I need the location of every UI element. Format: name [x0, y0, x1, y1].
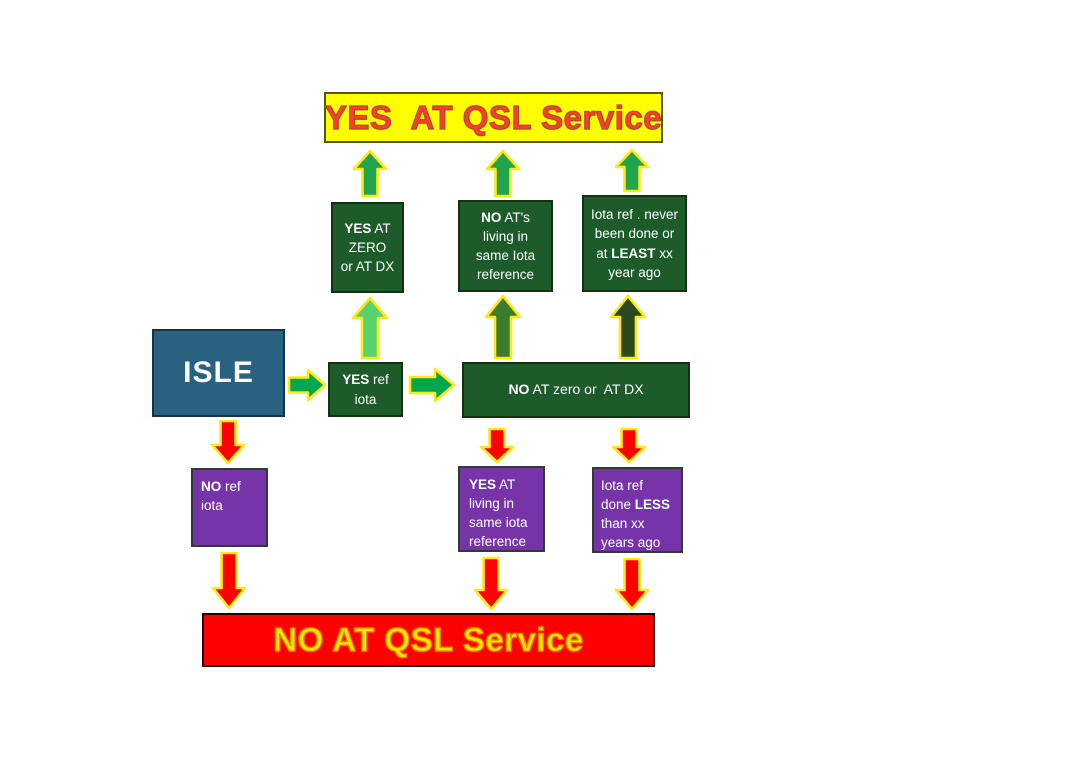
arrow-up-icon [352, 149, 388, 198]
node-no-ref-iota: NO ref iota [191, 468, 268, 547]
arrow-up-icon [485, 149, 521, 198]
arrow-up-icon [484, 294, 522, 360]
node-yes-at-zero-or-at-dx: YES AT ZERO or AT DX [331, 202, 404, 293]
arrow-down-icon [473, 556, 509, 611]
node-no-ats-living-same-iota: NO AT's living in same Iota reference [458, 200, 553, 292]
node-label: Iota ref . never been done or at LEAST x… [590, 207, 682, 280]
arrow-up-icon [351, 296, 389, 360]
arrow-down-icon [210, 419, 246, 465]
node-isle-start: ISLE [152, 329, 285, 417]
yes-service-label: YES AT QSL Service [324, 98, 663, 136]
arrow-up-icon [609, 294, 647, 360]
node-label: NO AT's living in same Iota reference [475, 209, 539, 283]
node-iota-ref-done-less: Iota ref done LESS than xx years ago [592, 467, 683, 553]
isle-label: ISLE [183, 355, 254, 389]
node-yes-at-living-same-iota: YES AT living in same iota reference [458, 466, 545, 552]
node-label: YES AT living in same iota reference [469, 477, 532, 550]
node-yes-at-qsl-service: YES AT QSL Service [324, 92, 663, 143]
arrow-right-icon [408, 367, 456, 403]
arrow-down-icon [211, 551, 247, 610]
no-service-label: NO AT QSL Service [273, 620, 584, 658]
node-label: YES AT ZERO or AT DX [340, 220, 395, 275]
node-yes-ref-iota: YES ref iota [328, 362, 403, 417]
node-iota-ref-never-done: Iota ref . never been done or at LEAST x… [582, 195, 687, 292]
node-label: NO AT zero or AT DX [508, 381, 644, 398]
node-label: YES ref iota [342, 372, 393, 407]
arrow-down-icon [479, 427, 515, 464]
arrow-up-icon [614, 148, 650, 193]
node-no-at-zero-or-at-dx: NO AT zero or AT DX [462, 362, 690, 418]
arrow-down-icon [611, 427, 647, 464]
arrow-right-icon [287, 368, 327, 402]
node-no-at-qsl-service: NO AT QSL Service [202, 613, 655, 667]
node-label: NO ref iota [201, 479, 245, 514]
arrow-down-icon [614, 557, 650, 611]
node-label: Iota ref done LESS than xx years ago [601, 478, 674, 551]
